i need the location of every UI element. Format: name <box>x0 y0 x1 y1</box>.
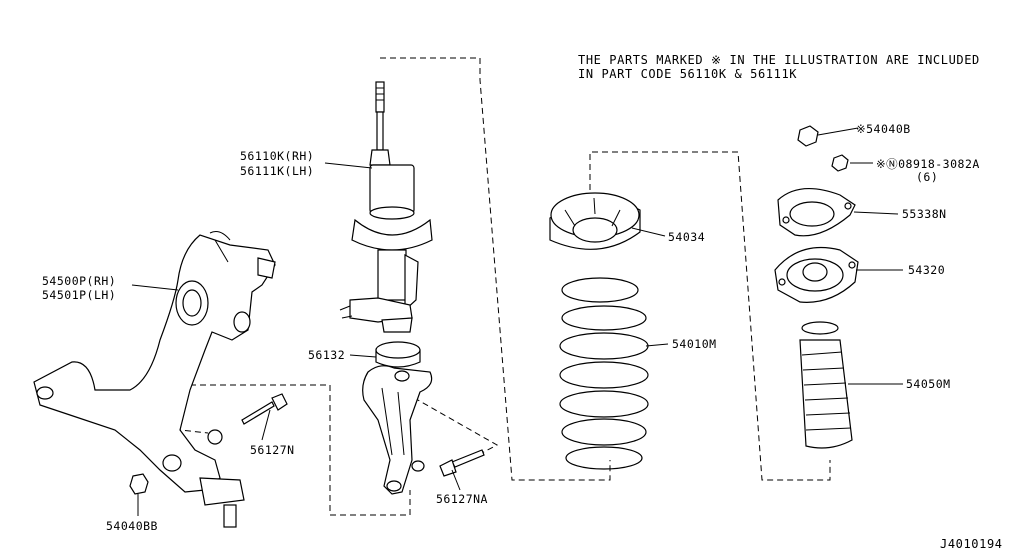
label-54040BB: 54040BB <box>106 519 158 533</box>
spring-boundary <box>589 151 831 481</box>
note-line-1: THE PARTS MARKED ※ IN THE ILLUSTRATION A… <box>578 53 980 67</box>
label-55338N: 55338N <box>902 207 947 221</box>
label-strut-lh: 56111K(LH) <box>240 164 314 178</box>
strut-assembly-boundary <box>380 57 611 481</box>
coil-spring-54010M <box>559 277 649 470</box>
nut-54040B <box>797 125 819 147</box>
bolt-56127N <box>241 393 288 425</box>
diagram-code: J4010194 <box>940 537 1003 551</box>
nut-54040BB <box>129 473 149 495</box>
bolt-56127NA <box>439 449 485 477</box>
label-56132: 56132 <box>308 348 345 362</box>
strut-absorber <box>339 81 433 333</box>
label-54010M: 54010M <box>672 337 717 351</box>
knuckle-bracket <box>362 365 433 495</box>
label-54034: 54034 <box>668 230 705 244</box>
label-arm-lh: 54501P(LH) <box>42 288 116 302</box>
knuckle-assembly-boundary <box>180 384 411 516</box>
ring-56132 <box>375 341 421 368</box>
label-strut-rh: 56110K(RH) <box>240 149 314 163</box>
label-56127NA: 56127NA <box>436 492 488 506</box>
plate-55338N <box>777 187 856 237</box>
lower-arm <box>33 231 276 528</box>
strut-mount-54320 <box>774 246 859 303</box>
note-line-2: IN PART CODE 56110K & 56111K <box>578 67 797 81</box>
dust-boot-54050M <box>799 321 853 449</box>
label-arm-rh: 54500P(RH) <box>42 274 116 288</box>
knuckle-bolt-guide <box>387 382 499 456</box>
label-54050M: 54050M <box>906 377 951 391</box>
label-08918-3082A: ※Ⓝ08918-3082A <box>876 157 980 171</box>
nut-08918-3082A <box>831 154 849 172</box>
spring-seat-54034 <box>549 192 641 250</box>
leader-lines <box>131 127 903 516</box>
label-56127N: 56127N <box>250 443 295 457</box>
label-54320: 54320 <box>908 263 945 277</box>
label-08918-qty: (6) <box>916 170 938 184</box>
label-54040B: ※54040B <box>856 122 911 136</box>
